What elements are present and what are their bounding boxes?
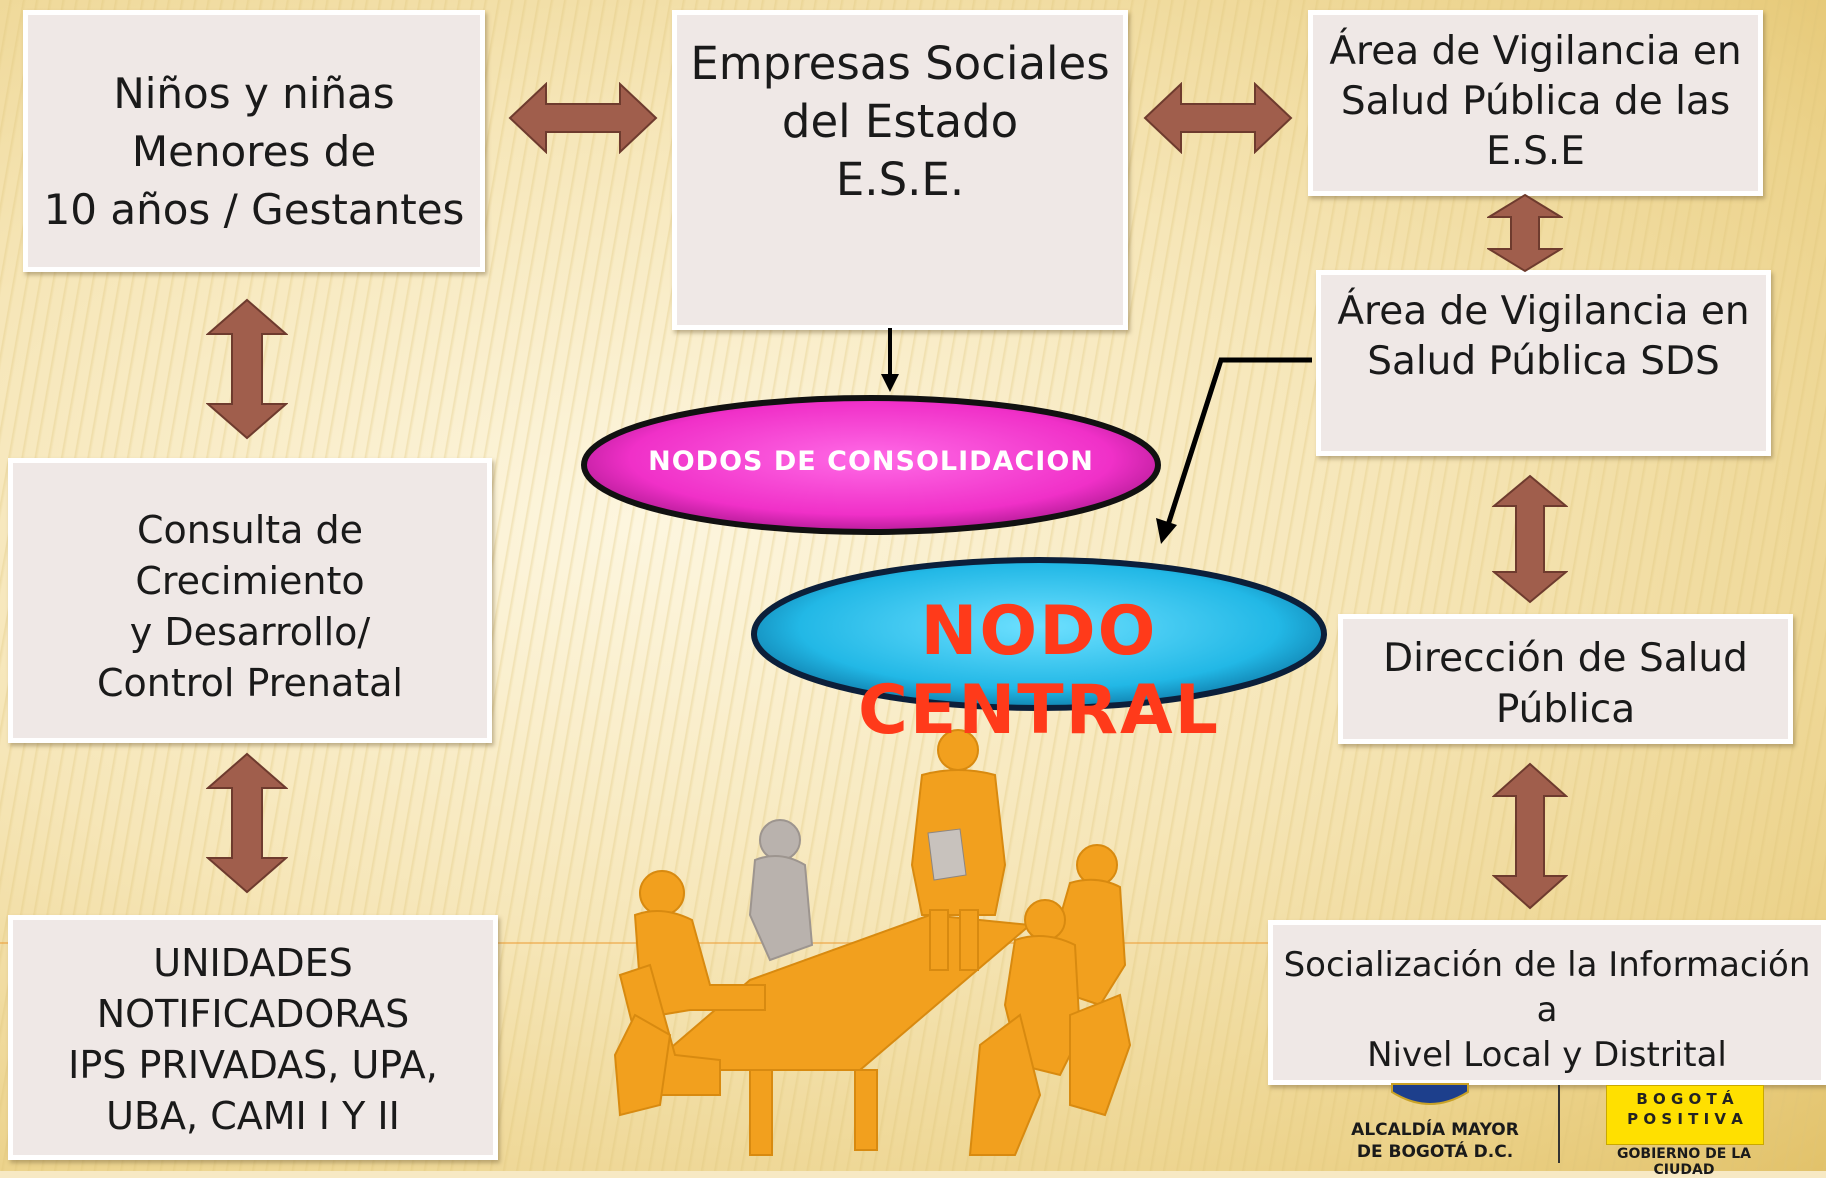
box-area-vigilancia-sds: Área de Vigilancia en Salud Pública SDS [1316, 270, 1771, 456]
double-arrow-empresas-area-ese [1143, 82, 1293, 154]
double-arrow-ninos-empresas [508, 82, 658, 154]
box-ninos: Niños y niñas Menores de 10 años / Gesta… [23, 10, 485, 272]
connector-sds-to-nodo-central [1156, 357, 1312, 544]
connector-empresas-to-nodos [881, 328, 899, 392]
box-unidades-notificadoras: UNIDADES NOTIFICADORAS IPS PRIVADAS, UPA… [8, 915, 498, 1160]
box-consulta-crecimiento: Consulta de Crecimiento y Desarrollo/ Co… [8, 458, 492, 743]
alcaldia-line1: ALCALDÍA MAYOR [1351, 1120, 1519, 1140]
nodo-central-label: NODO CENTRAL [858, 592, 1220, 750]
gobierno-ciudad-label: GOBIERNO DE LA CIUDAD [1617, 1146, 1751, 1178]
alcaldia-line2: DE BOGOTÁ D.C. [1356, 1142, 1514, 1162]
box-empresas-sociales: Empresas Sociales del Estado E.S.E. [672, 10, 1128, 330]
nodo-central-ellipse [751, 557, 1327, 711]
nodos-consolidacion-ellipse [581, 395, 1161, 535]
double-arrow-area-ese-sds [1487, 193, 1563, 273]
double-arrow-direccion-socializacion [1492, 762, 1568, 910]
box-direccion-salud: Dirección de Salud Pública [1338, 614, 1793, 744]
double-arrow-sds-direccion [1492, 474, 1568, 604]
double-arrow-ninos-consulta [206, 298, 288, 440]
nodos-consolidacion-label: NODOS DE CONSOLIDACION [648, 446, 1094, 477]
meeting-illustration [613, 729, 1132, 1156]
double-arrow-consulta-unidades [206, 752, 288, 894]
bogota-positiva-line1: B O G O T Á [1636, 1090, 1734, 1108]
logo-divider [1558, 1085, 1560, 1163]
alcaldia-seal-icon [1391, 1083, 1469, 1105]
box-area-vigilancia-ese: Área de Vigilancia en Salud Pública de l… [1308, 10, 1763, 196]
bogota-positiva-line2: P O S I T I V A [1627, 1110, 1743, 1128]
box-socializacion: Socialización de la Información a Nivel … [1268, 920, 1826, 1085]
bogota-positiva-logo: B O G O T Á P O S I T I V A [1606, 1085, 1764, 1145]
